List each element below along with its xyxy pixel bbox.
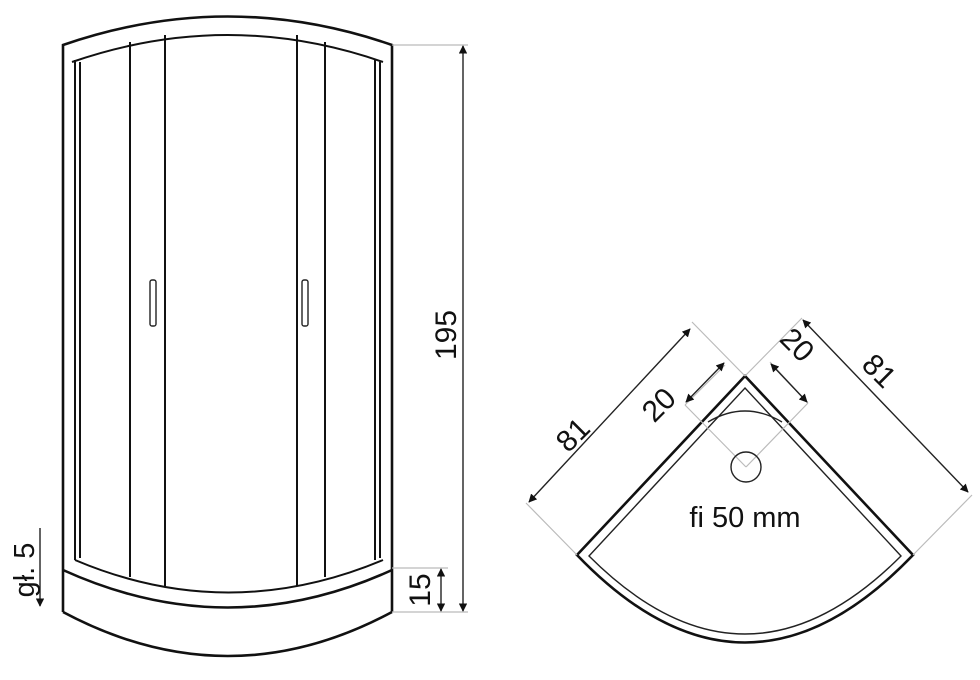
right-side-dimension-line xyxy=(802,319,969,493)
height-label: 195 xyxy=(430,310,463,360)
drain-label: fi 50 mm xyxy=(689,502,800,534)
right-drain-offset-label: 20 xyxy=(773,322,820,369)
plan-extension-lines xyxy=(525,317,973,556)
tray-height-label: 15 xyxy=(404,573,437,606)
tray-outline-inner xyxy=(588,386,902,635)
tray-plan-view: fi 50 mm 81 20 20 81 xyxy=(525,317,973,644)
right-drain-offset-dimension-line xyxy=(770,363,808,403)
front-elevation: 195 15 gł. 5 xyxy=(9,15,468,658)
enclosure-inner-frame xyxy=(74,60,381,560)
left-drain-offset-label: 20 xyxy=(636,382,683,429)
left-side-dimension-line xyxy=(528,328,691,503)
door-handle-left xyxy=(149,279,157,327)
tray-outline-outer xyxy=(575,374,915,644)
right-side-label: 81 xyxy=(855,348,902,395)
tray-top-edge xyxy=(74,559,384,594)
left-drain-offset-dimension-line xyxy=(685,362,725,403)
depth-label: gł. 5 xyxy=(9,543,41,598)
door-handle-right xyxy=(301,279,309,327)
tray-inner-basin-curve xyxy=(707,410,783,423)
drain-circle xyxy=(730,451,762,483)
enclosure-top-rail xyxy=(71,34,384,63)
left-side-label: 81 xyxy=(550,412,597,459)
tray-top-outer xyxy=(62,568,393,609)
tray-bottom xyxy=(62,610,393,658)
enclosure-outer-frame xyxy=(61,15,394,612)
